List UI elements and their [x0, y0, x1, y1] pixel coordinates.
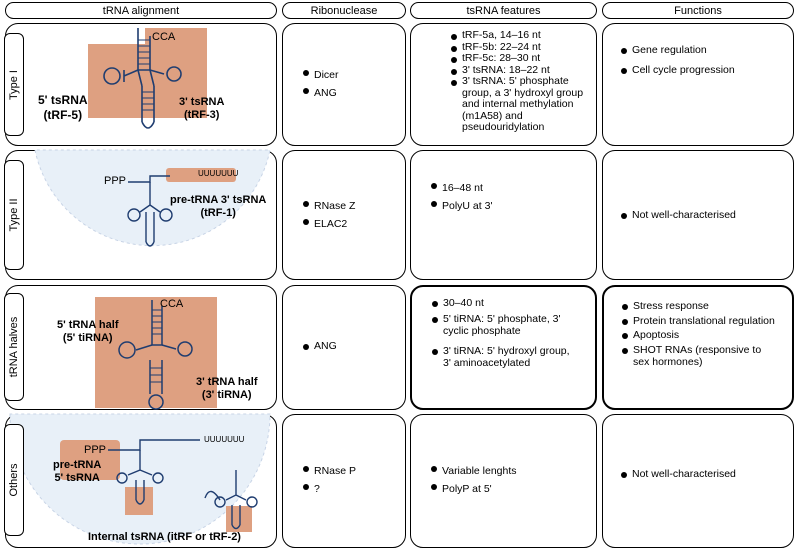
- features-cell-halves: 30–40 nt 5' tiRNA: 5' phosphate, 3' cycl…: [410, 285, 597, 410]
- functions-cell-type1: Gene regulation Cell cycle progression: [602, 23, 794, 146]
- function-item: Gene regulation: [621, 44, 771, 57]
- trna-structure-halves: [118, 300, 193, 410]
- label-internal-tsrna: Internal tsRNA (itRF or tRF-2): [88, 531, 241, 543]
- header-features: tsRNA features: [410, 2, 597, 19]
- highlight-internal-1: [125, 487, 153, 515]
- feature-item: 5' tiRNA: 5' phosphate, 3' cyclic phosph…: [432, 313, 577, 338]
- label-3-tsrna: 3' tsRNA(tRF-3): [179, 96, 225, 121]
- label-pre-trna-3: pre-tRNA 3' tsRNA(tRF-1): [170, 194, 267, 219]
- feature-item: PolyU at 3': [431, 197, 492, 215]
- trna-structure-type2: [127, 175, 173, 247]
- trna-basepairs-type1: [138, 39, 154, 111]
- ribonuclease-item: ANG: [303, 340, 337, 353]
- label-ppp-others: PPP: [84, 444, 107, 456]
- function-item: Apoptosis: [622, 329, 777, 342]
- label-cca-halves: CCA: [160, 298, 184, 310]
- feature-item: 30–40 nt: [432, 297, 577, 310]
- label-polyu-tail-others: UUUUUUU: [204, 435, 245, 444]
- feature-item: Variable lenghts: [431, 462, 517, 480]
- highlight-3-half: [157, 297, 217, 408]
- ribonuclease-cell-type2: RNase Z ELAC2: [282, 150, 406, 280]
- function-item: Stress response: [622, 300, 777, 313]
- functions-cell-type2: Not well-characterised: [602, 150, 794, 280]
- feature-item: 3' tsRNA: 5' phosphate group, a 3' hydro…: [451, 75, 591, 134]
- ribonuclease-item: RNase P: [303, 462, 356, 480]
- label-ppp-type2: PPP: [104, 175, 127, 187]
- row-label-type1: Type I: [4, 33, 24, 136]
- ribonuclease-item: ELAC2: [303, 215, 355, 233]
- trna-basepairs-halves: [150, 309, 162, 383]
- features-cell-type1: tRF-5a, 14–16 nt tRF-5b: 22–24 nt tRF-5c…: [410, 23, 597, 146]
- features-cell-type2: 16–48 nt PolyU at 3': [410, 150, 597, 280]
- row-label-halves: tRNA halves: [4, 293, 24, 401]
- feature-item: 3' tsRNA: 18–22 nt: [451, 64, 591, 77]
- highlight-3-tsrna: [145, 28, 207, 118]
- feature-item: tRF-5c: 28–30 nt: [451, 52, 591, 65]
- ribonuclease-item: RNase Z: [303, 197, 355, 215]
- highlight-internal-2: [226, 506, 252, 532]
- ribonuclease-item: ANG: [303, 84, 339, 102]
- functions-cell-halves: Stress response Protein translational re…: [602, 285, 794, 410]
- trna-structure-others: [108, 439, 258, 530]
- header-ribonuclease: Ribonuclease: [282, 2, 406, 19]
- highlight-pre-trna-5: [60, 440, 120, 480]
- row-label-others: Others: [4, 424, 24, 536]
- row-label-type2: Type II: [4, 160, 24, 270]
- function-item: Cell cycle progression: [621, 64, 771, 77]
- function-item: Not well-characterised: [621, 209, 736, 222]
- ribonuclease-item: Dicer: [303, 66, 339, 84]
- function-item: Not well-characterised: [621, 468, 736, 481]
- feature-item: PolyP at 5': [431, 480, 517, 498]
- function-item: SHOT RNAs (responsive to sex hormones): [622, 344, 777, 369]
- features-cell-others: Variable lenghts PolyP at 5': [410, 414, 597, 548]
- feature-item: 3' tiRNA: 5' hydroxyl group, 3' aminoace…: [432, 345, 577, 370]
- function-item: Protein translational regulation: [622, 315, 777, 328]
- ribonuclease-item: ?: [303, 480, 356, 498]
- functions-cell-others: Not well-characterised: [602, 414, 794, 548]
- label-cca-type1: CCA: [152, 31, 176, 43]
- highlight-pre-trna-3: [166, 168, 236, 182]
- label-3-half: 3' tRNA half(3' tiRNA): [196, 376, 258, 401]
- ribonuclease-cell-type1: Dicer ANG: [282, 23, 406, 146]
- ribonuclease-cell-halves: ANG: [282, 285, 406, 410]
- header-alignment: tRNA alignment: [5, 2, 277, 19]
- ribonuclease-cell-others: RNase P ?: [282, 414, 406, 548]
- feature-item: tRF-5a, 14–16 nt: [451, 29, 591, 42]
- label-5-tsrna: 5' tsRNA(tRF-5): [38, 93, 88, 122]
- highlight-5-half: [95, 297, 157, 408]
- label-5-half: 5' tRNA half(5' tiRNA): [57, 319, 119, 344]
- feature-item: tRF-5b: 22–24 nt: [451, 41, 591, 54]
- feature-item: 16–48 nt: [431, 179, 492, 197]
- header-functions: Functions: [602, 2, 794, 19]
- label-polyu-tail-type2: UUUUUUU: [198, 169, 239, 178]
- highlight-5-tsrna: [88, 44, 145, 118]
